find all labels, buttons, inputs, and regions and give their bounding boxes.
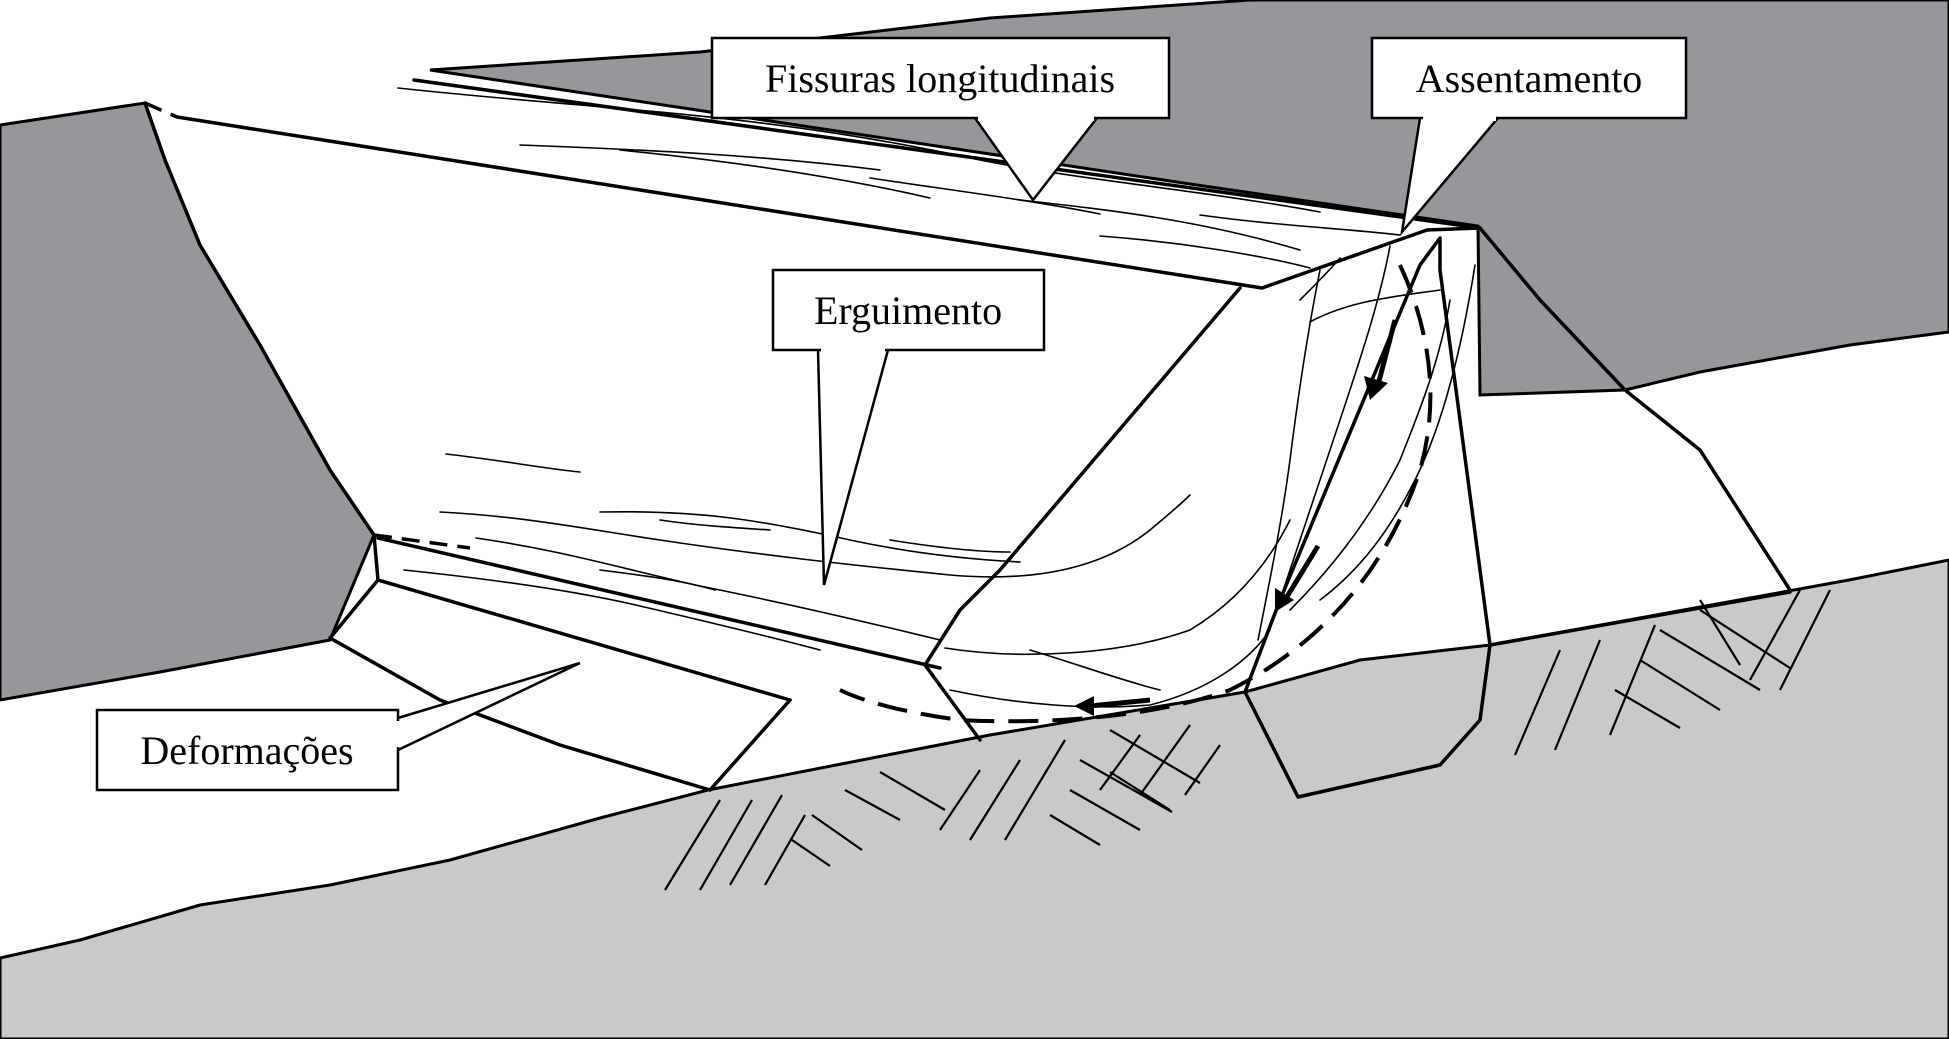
crack	[1199, 214, 1401, 236]
crack	[1257, 269, 1321, 641]
label-erguimento: Erguimento	[814, 288, 1002, 333]
crack	[1029, 649, 1161, 691]
arrow-head	[1074, 696, 1094, 716]
foundation-hatching	[664, 589, 1831, 891]
callout-box	[771, 268, 1046, 352]
arrow-down-mid	[1282, 544, 1321, 602]
crack	[1289, 299, 1451, 611]
label-deformacoes: Deformações	[140, 728, 353, 773]
callout-erguimento: Erguimento	[771, 268, 1046, 586]
crack	[869, 177, 1101, 215]
crest-near-edge	[175, 115, 1482, 290]
slip-surface	[839, 264, 1433, 724]
crest-cracks	[397, 87, 1401, 269]
crack	[889, 539, 1011, 553]
upstream-toe-line	[376, 536, 942, 670]
callout-box	[95, 708, 400, 792]
foundation-ground	[0, 558, 1949, 1039]
arrow-left-bottom	[1089, 697, 1151, 709]
callout-pointer	[397, 661, 581, 752]
crack	[1279, 245, 1391, 601]
callout-pointer	[973, 117, 1098, 203]
movement-arrows	[1074, 319, 1398, 716]
callout-pointer	[816, 349, 890, 586]
dam-crest	[145, 80, 1480, 288]
callout-box	[1370, 36, 1688, 120]
crack	[1099, 235, 1311, 269]
slide-cracks	[1257, 245, 1476, 641]
label-assentamento: Assentamento	[1416, 56, 1643, 101]
crack	[519, 144, 881, 171]
downstream-slope	[1478, 226, 1792, 592]
left-toe-edges	[328, 533, 712, 792]
crack	[599, 569, 716, 591]
callout-assentamento: Assentamento	[1370, 36, 1688, 237]
callout-deformacoes: Deformações	[95, 661, 581, 792]
upstream-berm-line	[376, 578, 792, 702]
callout-pointer	[1400, 117, 1499, 237]
crack	[599, 510, 1021, 563]
slide-block-left-edge	[1243, 236, 1492, 799]
crack	[949, 629, 1271, 708]
crack	[1309, 289, 1441, 323]
crack	[1019, 199, 1301, 251]
arrow-head	[1364, 376, 1388, 400]
callout-box	[710, 36, 1171, 120]
crack	[445, 453, 581, 473]
crack	[619, 149, 931, 199]
arrow-down-top	[1375, 319, 1398, 386]
crack	[944, 519, 1291, 655]
dashed-left-crest	[144, 101, 178, 119]
crack	[439, 494, 1191, 578]
crack	[1299, 257, 1341, 301]
crack	[403, 569, 821, 651]
callout-fissuras: Fissuras longitudinais	[710, 36, 1171, 203]
downstream-toe	[1488, 590, 1792, 647]
lower-berm	[708, 698, 792, 792]
crack	[659, 519, 771, 531]
diagonal-face-edge	[923, 286, 1242, 742]
dashed-left-toe	[373, 533, 471, 550]
crack	[397, 87, 1321, 213]
face-cracks	[403, 453, 1291, 708]
left-abutment-contact	[143, 101, 376, 537]
label-fissuras-longitudinais: Fissuras longitudinais	[765, 56, 1115, 101]
crest-far-edge	[412, 78, 1482, 230]
arrow-head	[1275, 588, 1294, 612]
